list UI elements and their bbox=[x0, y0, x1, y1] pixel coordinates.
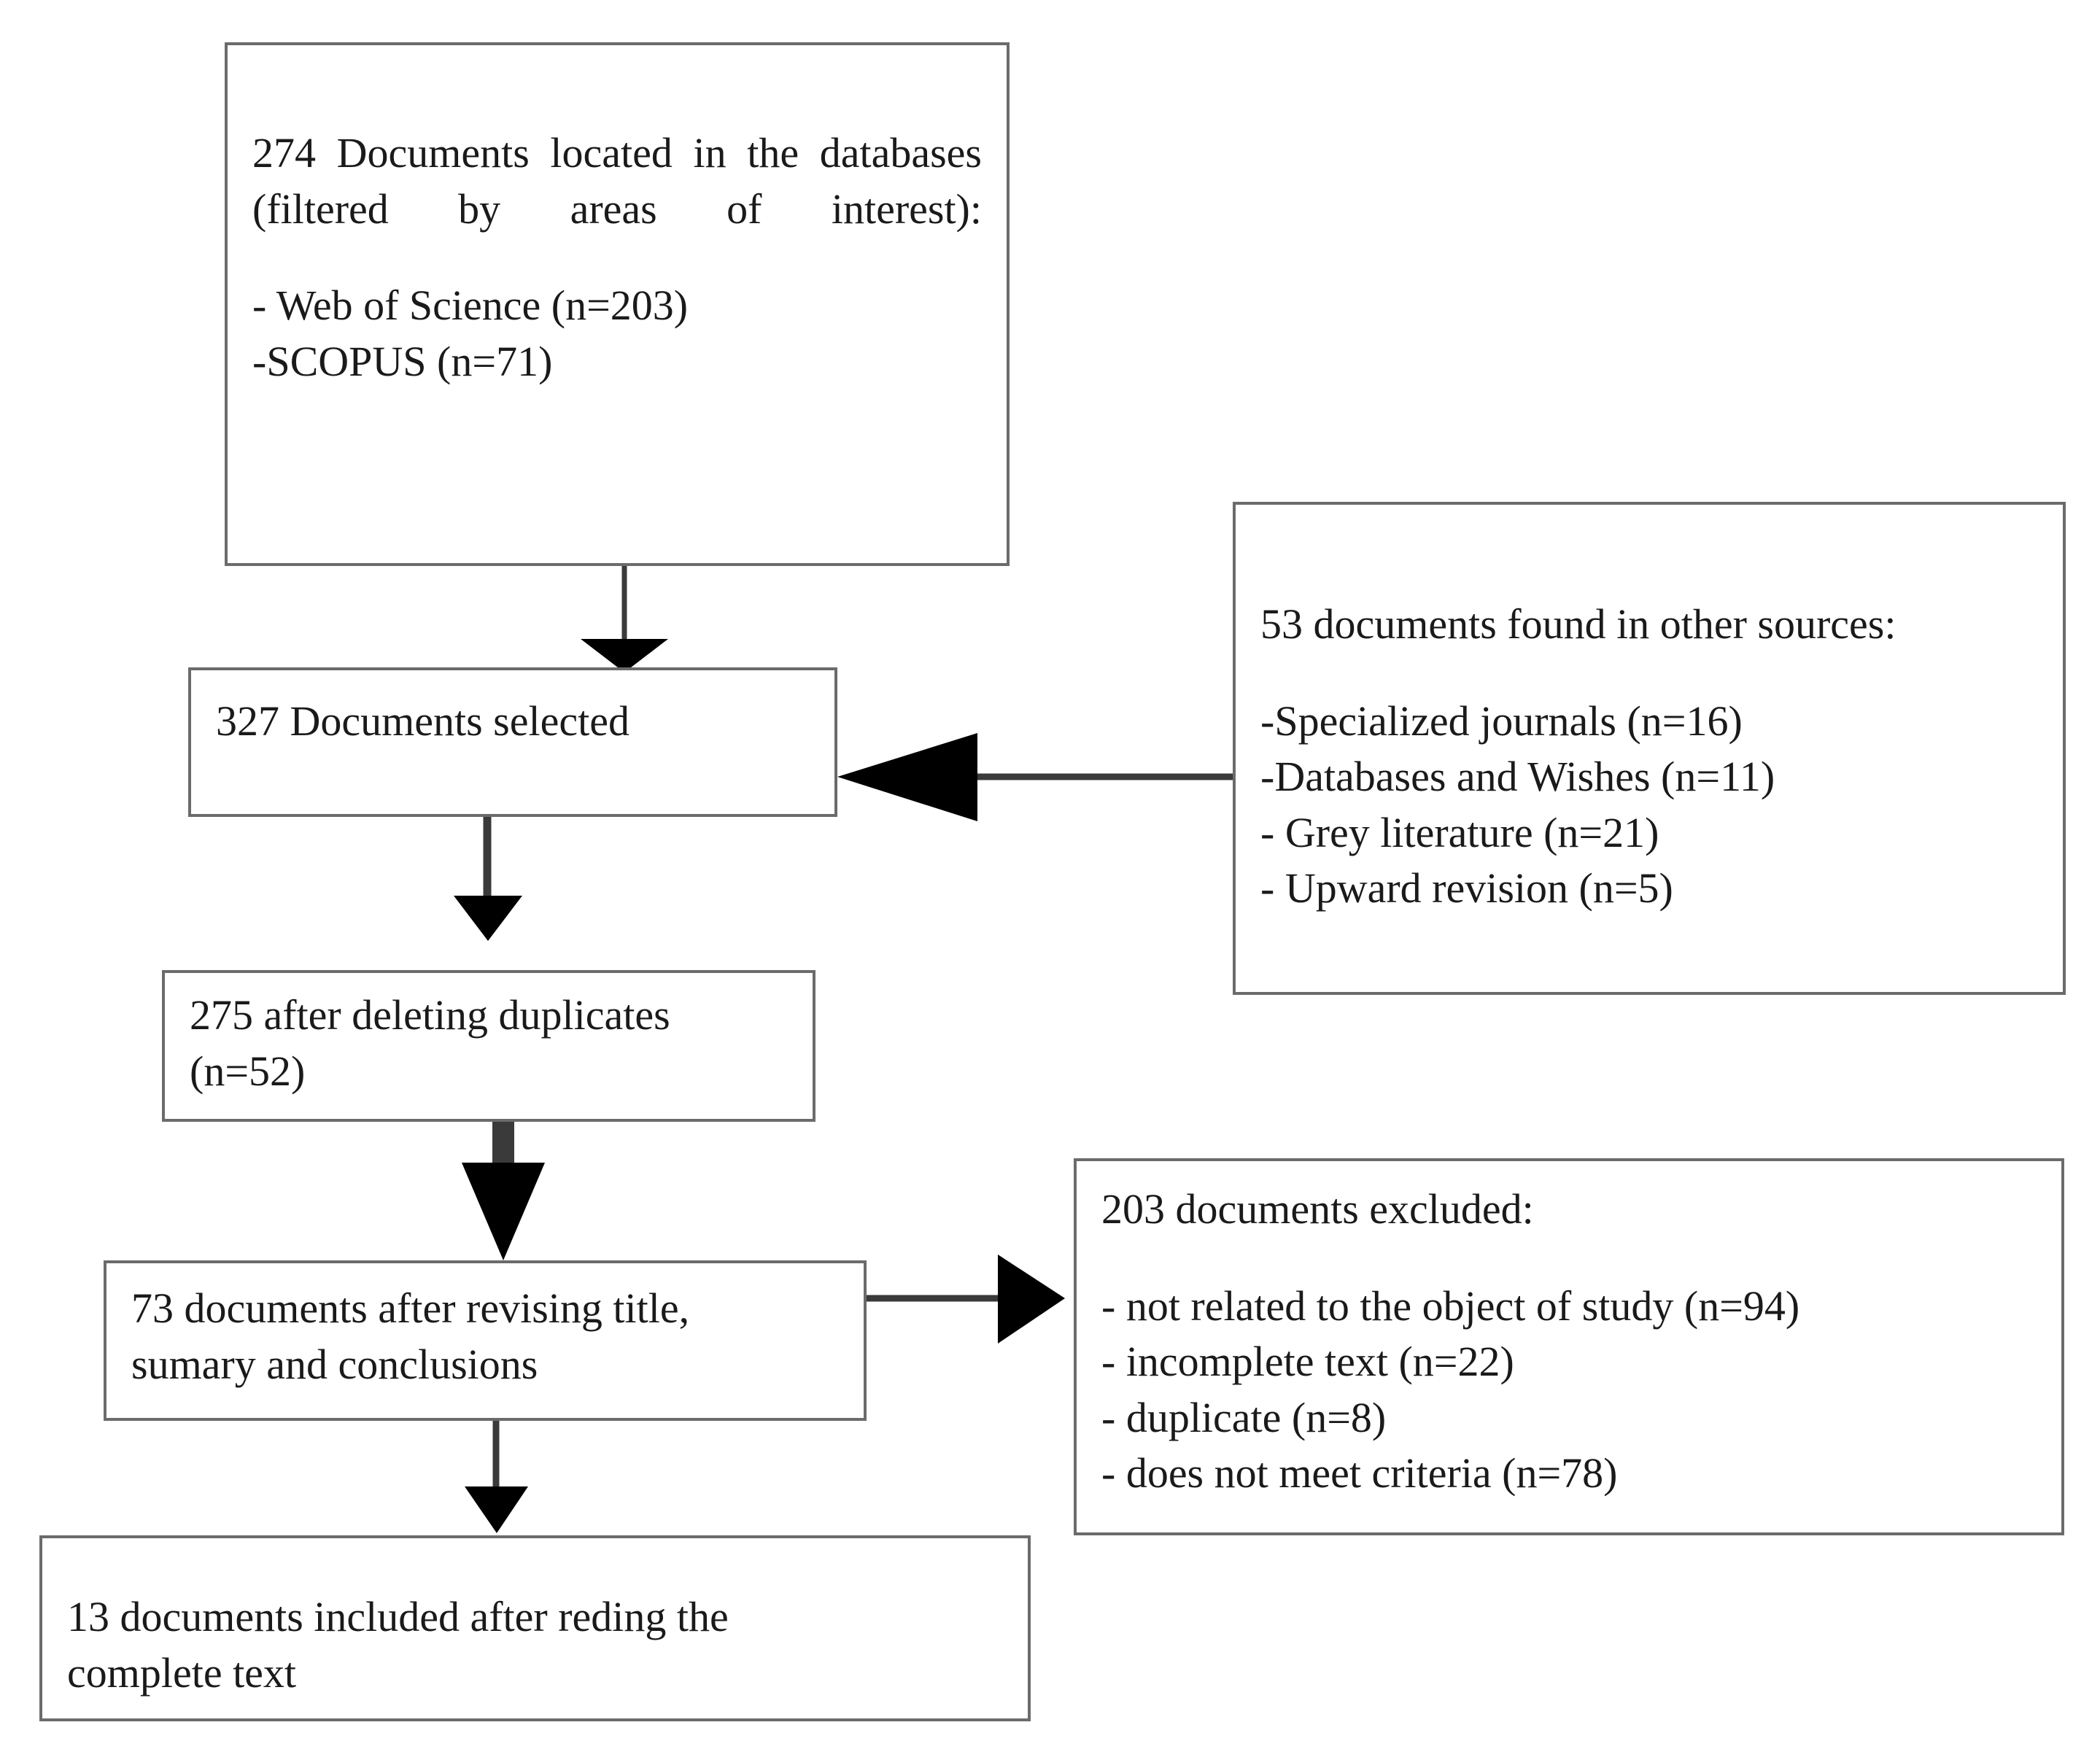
documents-excluded-item-not-related: - not related to the object of study (n=… bbox=[1101, 1282, 1800, 1330]
documents-included-box[interactable]: 13 documents included after reding the c… bbox=[39, 1535, 1031, 1721]
documents-excluded-item-criteria: - does not meet criteria (n=78) bbox=[1101, 1449, 1618, 1497]
edge-screened-to-excluded bbox=[867, 1255, 1065, 1344]
edge-other-sources-to-selected bbox=[837, 733, 1233, 821]
other-sources-item-databases-and-wishes: -Databases and Wishes (n=11) bbox=[1260, 753, 1775, 801]
identification-box[interactable]: 274 Documents located in the databases (… bbox=[225, 42, 1010, 566]
edge-screened-to-included bbox=[465, 1421, 528, 1533]
identification-item-web-of-science: - Web of Science (n=203) bbox=[252, 282, 689, 330]
after-title-review-box[interactable]: 73 documents after revising title, sumar… bbox=[104, 1260, 867, 1421]
documents-included-line-2: complete text bbox=[67, 1648, 297, 1697]
identification-spacer bbox=[252, 237, 982, 278]
identification-heading: 274 Documents located in the databases (… bbox=[252, 129, 993, 233]
documents-excluded-heading: 203 documents excluded: bbox=[1101, 1185, 1534, 1233]
edge-selected-to-deduplicated bbox=[454, 817, 522, 941]
documents-excluded-spacer bbox=[1101, 1238, 2037, 1279]
after-duplicates-line-1: 275 after deleting duplicates bbox=[190, 991, 670, 1039]
documents-excluded-box[interactable]: 203 documents excluded: - not related to… bbox=[1074, 1158, 2064, 1535]
identification-item-scopus: -SCOPUS (n=71) bbox=[252, 337, 553, 385]
edge-deduplicated-to-screened bbox=[462, 1122, 545, 1260]
documents-selected-box[interactable]: 327 Documents selected bbox=[188, 667, 837, 817]
after-title-review-line-1: 73 documents after revising title, bbox=[131, 1284, 690, 1332]
documents-selected-heading: 327 Documents selected bbox=[216, 697, 629, 745]
edge-identification-to-selected bbox=[581, 566, 668, 672]
documents-excluded-item-duplicate: - duplicate (n=8) bbox=[1101, 1393, 1387, 1441]
other-sources-spacer bbox=[1260, 653, 2038, 694]
other-sources-heading: 53 documents found in other sources: bbox=[1260, 600, 1896, 648]
other-sources-item-grey-literature: - Grey literature (n=21) bbox=[1260, 808, 1659, 856]
other-sources-box[interactable]: 53 documents found in other sources: -Sp… bbox=[1233, 502, 2066, 995]
after-duplicates-line-2: (n=52) bbox=[190, 1047, 306, 1095]
other-sources-item-specialized-journals: -Specialized journals (n=16) bbox=[1260, 697, 1743, 745]
after-duplicates-box[interactable]: 275 after deleting duplicates (n=52) bbox=[162, 970, 815, 1122]
after-title-review-line-2: sumary and conclusions bbox=[131, 1340, 538, 1388]
documents-included-line-1: 13 documents included after reding the bbox=[67, 1593, 729, 1640]
documents-excluded-item-incomplete-text: - incomplete text (n=22) bbox=[1101, 1338, 1514, 1386]
other-sources-item-upward-revision: - Upward revision (n=5) bbox=[1260, 864, 1673, 912]
